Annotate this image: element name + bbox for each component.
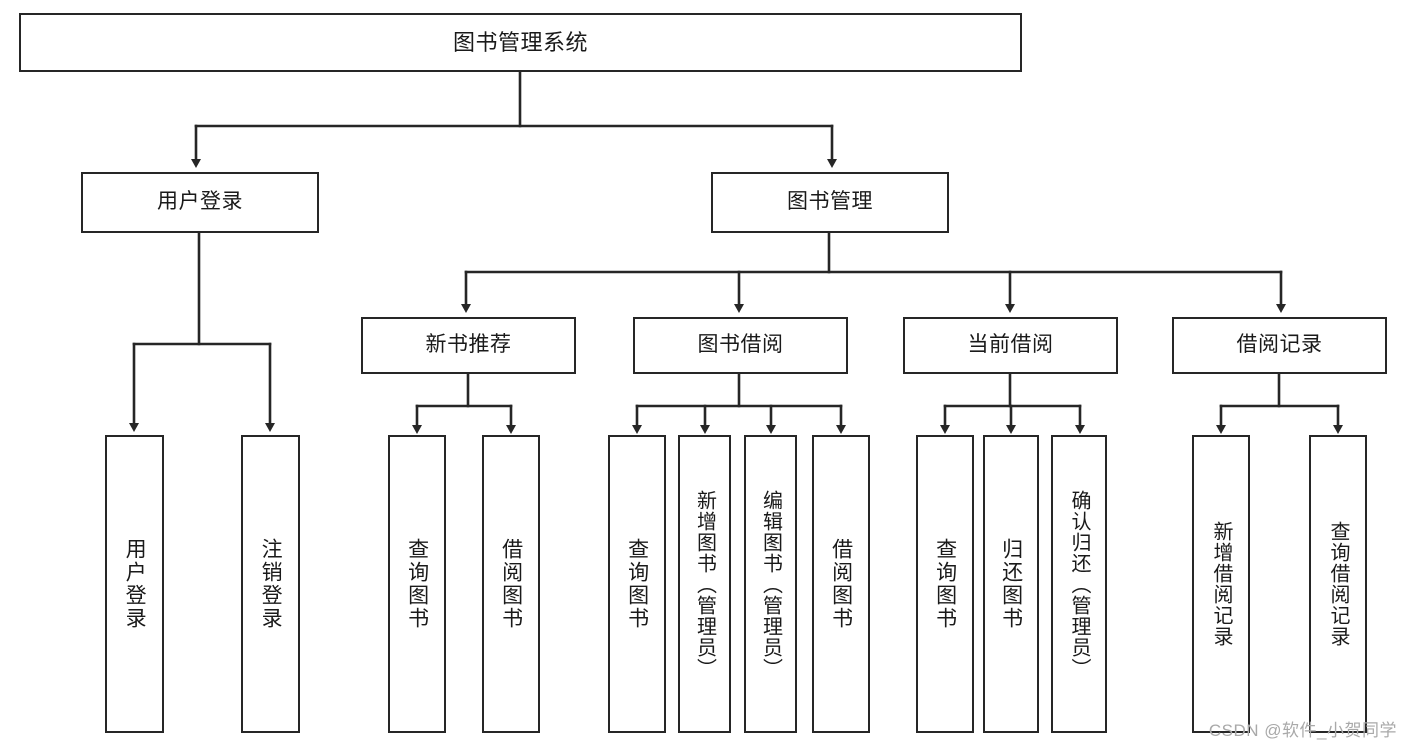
node-label: 查询图书 — [933, 538, 957, 630]
node-leaf-logout[interactable]: 注销登录 — [241, 435, 300, 733]
node-current-borrow[interactable]: 当前借阅 — [903, 317, 1118, 374]
node-label: 新增图书（管理员） — [693, 489, 716, 679]
node-leaf-add-book-admin[interactable]: 新增图书（管理员） — [678, 435, 731, 733]
node-book-borrow[interactable]: 图书借阅 — [633, 317, 848, 374]
node-label: 注销登录 — [259, 538, 283, 630]
node-label: 借阅图书 — [499, 538, 523, 630]
node-leaf-query-book-borrow[interactable]: 查询图书 — [608, 435, 666, 733]
node-label: 图书管理系统 — [452, 29, 588, 55]
node-leaf-return-book[interactable]: 归还图书 — [983, 435, 1039, 733]
node-label: 查询借阅记录 — [1327, 521, 1349, 647]
node-label: 查询图书 — [405, 538, 429, 630]
node-leaf-borrow-book[interactable]: 借阅图书 — [812, 435, 870, 733]
node-leaf-add-borrow-record[interactable]: 新增借阅记录 — [1192, 435, 1250, 733]
node-leaf-query-book-current[interactable]: 查询图书 — [916, 435, 974, 733]
node-leaf-query-borrow-record[interactable]: 查询借阅记录 — [1309, 435, 1367, 733]
node-label: 编辑图书（管理员） — [759, 489, 782, 679]
node-leaf-query-book-recommend[interactable]: 查询图书 — [388, 435, 446, 733]
node-root-book-management-system[interactable]: 图书管理系统 — [19, 13, 1022, 72]
node-leaf-borrow-book-recommend[interactable]: 借阅图书 — [482, 435, 540, 733]
watermark-text: CSDN @软件_小贺同学 — [1208, 721, 1397, 740]
node-label: 用户登录 — [157, 190, 243, 214]
node-new-book-recommend[interactable]: 新书推荐 — [361, 317, 576, 374]
node-leaf-user-login[interactable]: 用户登录 — [105, 435, 164, 733]
node-label: 借阅记录 — [1236, 333, 1323, 357]
node-label: 新增借阅记录 — [1210, 521, 1232, 647]
node-leaf-confirm-return-admin[interactable]: 确认归还（管理员） — [1051, 435, 1107, 733]
node-label: 用户登录 — [123, 538, 147, 630]
node-label: 归还图书 — [999, 538, 1023, 630]
node-label: 当前借阅 — [967, 333, 1054, 357]
node-label: 确认归还（管理员） — [1068, 489, 1090, 679]
node-borrow-record[interactable]: 借阅记录 — [1172, 317, 1387, 374]
node-label: 新书推荐 — [425, 333, 512, 357]
node-leaf-edit-book-admin[interactable]: 编辑图书（管理员） — [744, 435, 797, 733]
node-label: 图书借阅 — [697, 333, 784, 357]
node-label: 图书管理 — [787, 190, 873, 214]
node-label: 借阅图书 — [829, 538, 853, 630]
node-book-management[interactable]: 图书管理 — [711, 172, 949, 233]
node-label: 查询图书 — [625, 538, 649, 630]
node-user-login[interactable]: 用户登录 — [81, 172, 319, 233]
